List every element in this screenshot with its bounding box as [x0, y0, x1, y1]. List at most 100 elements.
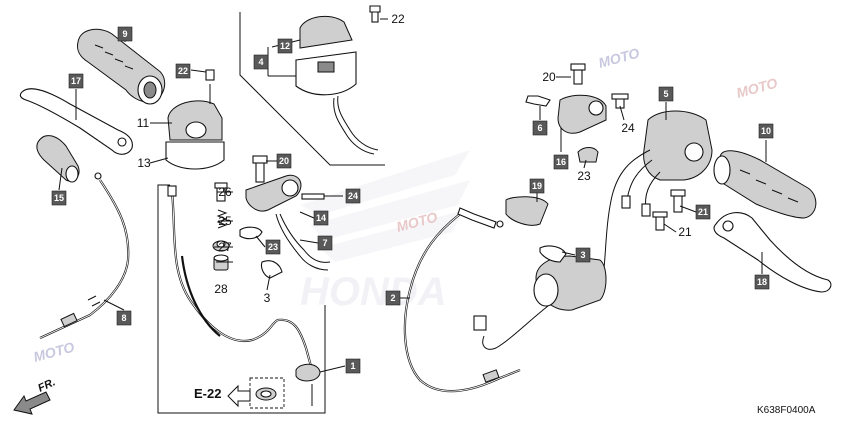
- inset-frame-top: [239, 12, 385, 166]
- callout-number: 22: [178, 66, 188, 76]
- front-direction-marker: FR.: [13, 376, 57, 415]
- callout-number: 17: [71, 76, 81, 86]
- brake-lever: [652, 189, 832, 293]
- callout-number: 16: [556, 157, 566, 167]
- callout-c10: 10: [758, 123, 774, 139]
- callout-c14: 14: [313, 210, 329, 226]
- callout-number: 25: [218, 214, 232, 228]
- callout-c16: 16: [553, 154, 569, 170]
- clutch-lever: [19, 88, 133, 155]
- fr-label: FR.: [36, 376, 57, 394]
- inset-frame-left: [157, 184, 326, 414]
- callout-number: 26: [218, 185, 232, 199]
- watermark-2: MOTO: [735, 75, 780, 101]
- callout-c22b: 22: [391, 12, 405, 26]
- clutch-cable: [39, 172, 130, 339]
- callout-box: [116, 310, 132, 326]
- reference-group: [227, 377, 285, 409]
- callout-box: [117, 26, 133, 42]
- callout-box: [695, 204, 711, 220]
- callout-c25: 25: [218, 214, 232, 228]
- callout-number: 28: [214, 282, 228, 296]
- callout-box: [51, 190, 67, 206]
- callout-number: 15: [54, 193, 64, 203]
- callout-number: 27: [218, 240, 232, 254]
- callout-c20a: 20: [276, 153, 292, 169]
- callout-c3b: 3: [575, 247, 591, 263]
- callout-c6: 6: [532, 120, 548, 136]
- callout-c1: 1: [345, 358, 361, 374]
- callout-number: 24: [348, 191, 358, 201]
- callout-c2: 2: [385, 290, 401, 306]
- moto-watermarks: MOTO MOTO MOTO MOTO: [32, 45, 780, 365]
- callout-c17: 17: [68, 73, 84, 89]
- reference-label: E-22: [194, 386, 221, 401]
- callout-c9: 9: [117, 26, 133, 42]
- callout-number: 11: [137, 116, 150, 130]
- callout-box: [532, 120, 548, 136]
- callout-box: [553, 154, 569, 170]
- callout-number: 3: [264, 291, 271, 305]
- callout-number: 4: [258, 57, 263, 67]
- callout-c23b: 23: [577, 169, 591, 183]
- callout-box: [758, 123, 774, 139]
- callout-c24a: 24: [345, 188, 361, 204]
- callout-box: [276, 153, 292, 169]
- watermark-1: MOTO: [597, 45, 642, 71]
- mid-small-parts: [212, 182, 230, 271]
- callout-box: [265, 239, 281, 255]
- callout-number: 23: [577, 169, 591, 183]
- callout-c21b: 21: [678, 225, 692, 239]
- callout-number: 24: [621, 121, 635, 135]
- callout-box: [277, 38, 293, 54]
- diagram-code: K638F0400A: [757, 405, 816, 416]
- callout-c7: 7: [317, 235, 333, 251]
- callout-number: 19: [532, 181, 542, 191]
- callout-box: [658, 86, 674, 102]
- right-clamp: [525, 63, 629, 163]
- callout-c20b: 20: [542, 70, 556, 84]
- callout-number: 5: [663, 89, 668, 99]
- callout-number: 13: [137, 156, 151, 170]
- callout-c19: 19: [529, 178, 545, 194]
- callout-box: [175, 63, 191, 79]
- callout-number: 8: [121, 313, 126, 323]
- callout-number: 9: [122, 29, 127, 39]
- callout-number: 6: [537, 123, 542, 133]
- callout-c26: 26: [218, 185, 232, 199]
- callout-number: 2: [390, 293, 395, 303]
- callout-box: [345, 358, 361, 374]
- leader-lines: [58, 18, 767, 373]
- watermark-4: MOTO: [32, 339, 77, 365]
- callout-number: 3: [580, 250, 585, 260]
- callout-box: [529, 178, 545, 194]
- callout-number: 22: [391, 12, 405, 26]
- choke-bracket: [239, 155, 331, 279]
- callout-c13: 13: [137, 156, 151, 170]
- left-grip: [77, 28, 166, 105]
- callout-number: 21: [678, 225, 692, 239]
- callout-c3a: 3: [264, 291, 271, 305]
- callout-box: [345, 188, 361, 204]
- callout-number: 21: [698, 207, 708, 217]
- lever-cover: [36, 135, 80, 183]
- callout-c4: 4: [253, 54, 269, 70]
- callout-number: 20: [542, 70, 556, 84]
- callout-number: 7: [322, 238, 327, 248]
- callout-number: 1: [350, 361, 355, 371]
- honda-text: HONDA: [300, 270, 447, 314]
- callout-c24b: 24: [621, 121, 635, 135]
- callout-box: [575, 247, 591, 263]
- inset-switch-assembly: [295, 5, 381, 155]
- callout-box: [754, 274, 770, 290]
- left-switch-housing: [165, 69, 225, 170]
- callout-number: 10: [761, 126, 771, 136]
- callout-box: [385, 290, 401, 306]
- callout-c21a: 21: [695, 204, 711, 220]
- callout-box: [68, 73, 84, 89]
- callout-c27: 27: [218, 240, 232, 254]
- callout-box: [317, 235, 333, 251]
- right-grip: [713, 150, 817, 219]
- callout-number: 23: [268, 242, 278, 252]
